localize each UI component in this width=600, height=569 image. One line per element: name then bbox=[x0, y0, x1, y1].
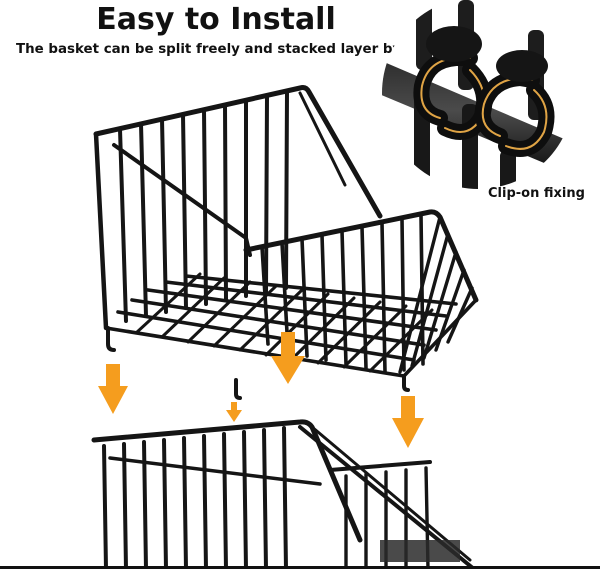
page-subtitle: The basket can be split freely and stack… bbox=[16, 42, 444, 57]
down-arrow-icon bbox=[271, 332, 305, 384]
page-title: Easy to Install bbox=[96, 2, 336, 37]
hook-clip-icon bbox=[382, 0, 574, 189]
clip-detail-inset bbox=[382, 0, 574, 189]
lower-basket bbox=[91, 419, 476, 569]
down-arrow-icon bbox=[226, 402, 242, 422]
down-arrow-icon bbox=[98, 364, 128, 414]
bottom-border bbox=[0, 566, 600, 569]
down-arrow-icon bbox=[392, 396, 424, 448]
clip-fixing-caption: Clip-on fixing bbox=[488, 186, 585, 201]
upper-basket bbox=[93, 85, 479, 400]
